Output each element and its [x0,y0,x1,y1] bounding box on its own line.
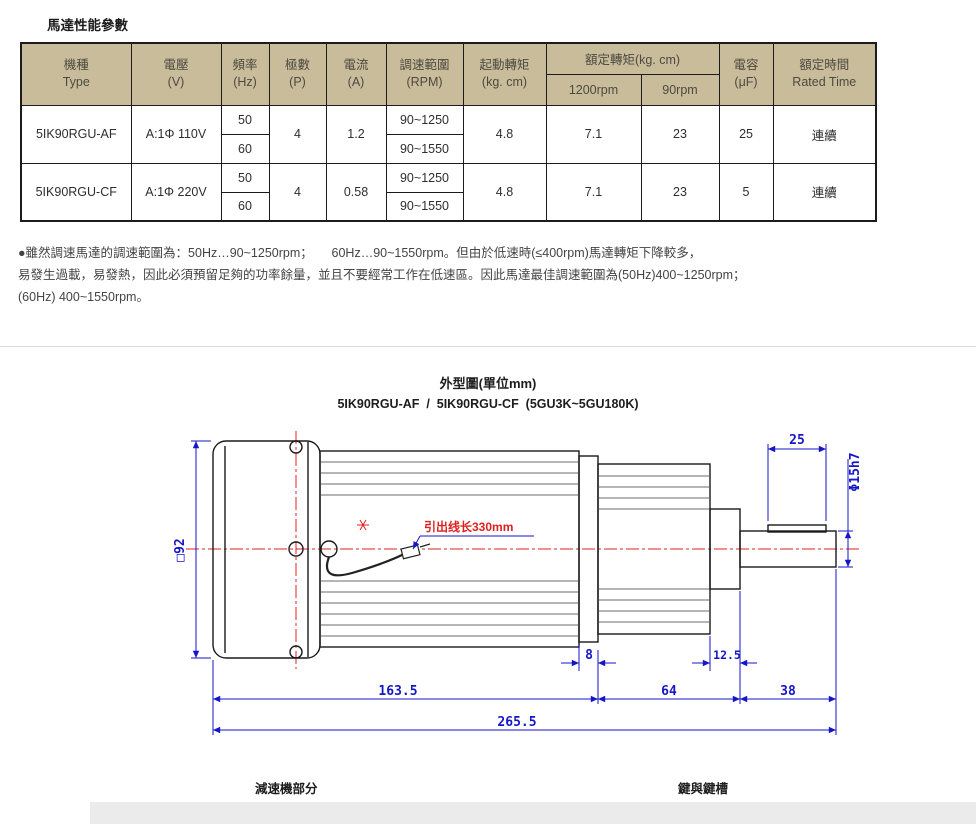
table-row: 5IK90RGU-CF A:1Φ 220V 50 4 0.58 90~1250 … [20,162,877,222]
header-label: (μF) [734,75,758,90]
table-cell-freq: 50 [220,104,270,135]
header-cell-capacitance: 電容 (μF) [718,42,774,106]
header-label: (A) [347,75,365,90]
header-label: (Hz) [233,75,257,90]
note-line: (60Hz) 400~1550rpm。 [18,290,149,304]
table-cell-model: 5IK90RGU-CF [20,162,132,222]
table-cell-torque-1200: 7.1 [545,162,642,222]
header-label: 調速範圍 [399,58,450,73]
header-label: 電容 [733,58,759,73]
page-title: 馬達性能參數 [47,18,128,33]
table-cell-torque-90: 23 [640,162,720,222]
note-line: ●雖然調速馬達的調速範圍為：50Hz…90~1250rpm； 60Hz…90~1… [18,246,702,260]
header-label: (RPM) [406,75,443,90]
header-cell-rated-time: 額定時間 Rated Time [772,42,877,106]
header-cell-torque-1200rpm: 1200rpm [545,73,642,106]
dim-total-length: 265.5 [497,715,536,730]
table-cell-model: 5IK90RGU-AF [20,104,132,164]
table-row: 60 90~1550 [21,133,876,164]
drawing-part-labels: 減速機部分 鍵與鍵槽 [0,756,976,802]
lead-wire [326,543,431,577]
table-row: 60 90~1550 [21,191,876,222]
header-label: 頻率 [232,58,258,73]
table-cell-start-torque: 4.8 [462,104,547,164]
asterisk-marker [357,519,369,531]
header-cell-voltage: 電壓 (V) [130,42,222,106]
header-label: 機種 [63,58,89,73]
table-cell-range: 90~1550 [385,133,464,164]
header-label: 額定時間 [799,58,850,73]
dim-step: 8 [585,648,593,663]
header-cell-torque-90rpm: 90rpm [640,73,720,106]
header-cell-rated-torque: 額定轉矩(kg. cm) [545,42,720,75]
section-divider [0,346,976,347]
dim-key-length: 25 [789,433,805,448]
header-cell-speed-range: 調速範圍 (RPM) [385,42,464,106]
dim-boss: 12.5 [713,648,741,662]
note-line: 易發生過載，易發熱，因此必須預留足夠的功率餘量，並且不要經常工作在低速區。因此馬… [18,268,746,282]
gearbox-part-label: 減速機部分 [255,782,318,796]
header-label: (V) [167,75,185,90]
speed-range-note: ●雖然調速馬達的調速範圍為：50Hz…90~1250rpm； 60Hz…90~1… [18,242,976,308]
table-cell-range: 90~1250 [385,162,464,193]
header-label: Type [62,75,90,90]
table-cell-current: 1.2 [325,104,387,164]
table-cell-rated-time: 連續 [772,104,877,164]
table-cell-freq: 50 [220,162,270,193]
motor-outline [212,440,837,659]
table-row: 5IK90RGU-AF A:1Φ 110V 50 4 1.2 90~1250 4… [20,104,877,164]
table-cell-current: 0.58 [325,162,387,222]
dim-shaft-diameter: Φ15h7 [848,452,863,491]
table-cell-freq: 60 [220,191,270,222]
table-cell-range: 90~1250 [385,104,464,135]
dimension-drawing: 引出线长330mm [173,431,863,735]
bottom-strip [90,802,976,824]
dim-shaft-length: 38 [780,684,796,699]
header-cell-current: 電流 (A) [325,42,387,106]
table-cell-voltage: A:1Φ 110V [130,104,222,164]
motor-spec-table: 機種 Type 電壓 (V) 頻率 (Hz) 極數 (P) 電流 (A) [20,42,878,222]
dim-motor-length: 64 [661,684,677,699]
drawing-title: 外型圖(單位mm) [439,376,537,391]
header-cell-poles: 極數 (P) [268,42,327,106]
header-label: 電流 [343,58,369,73]
header-cell-start-torque: 起動轉矩 (kg. cm) [462,42,547,106]
table-cell-rated-time: 連續 [772,162,877,222]
drawing-subtitle: 5IK90RGU-AF / 5IK90RGU-CF (5GU3K~5GU180K… [337,397,639,411]
table-cell-poles: 4 [268,104,327,164]
header-cell-model: 機種 Type [20,42,132,106]
header-label: 起動轉矩 [479,58,530,73]
table-cell-poles: 4 [268,162,327,222]
dim-frame-size: □92 [173,538,188,561]
table-cell-torque-1200: 7.1 [545,104,642,164]
table-cell-capacitance: 25 [718,104,774,164]
table-cell-range: 90~1550 [385,191,464,222]
table-cell-torque-90: 23 [640,104,720,164]
header-label: 極數 [284,58,310,73]
cable-length-label: 引出线长330mm [424,519,513,534]
table-cell-capacitance: 5 [718,162,774,222]
header-label: 電壓 [163,58,189,73]
header-cell-frequency: 頻率 (Hz) [220,42,270,106]
dim-gearbox-length: 163.5 [378,684,417,699]
centerlines [186,431,862,669]
cooling-fins [321,461,709,637]
datasheet-page: 馬達性能參數 機種 Type 電壓 (V) 頻率 (Hz) [0,14,976,824]
table-cell-voltage: A:1Φ 220V [130,162,222,222]
table-cell-freq: 60 [220,133,270,164]
header-label: (kg. cm) [481,75,528,90]
key-and-keyway-label: 鍵與鍵槽 [678,782,729,796]
table-cell-start-torque: 4.8 [462,162,547,222]
header-label: Rated Time [792,75,857,90]
header-label: (P) [289,75,306,90]
dimension-lines [191,440,853,735]
cable-label-leader [412,535,534,550]
